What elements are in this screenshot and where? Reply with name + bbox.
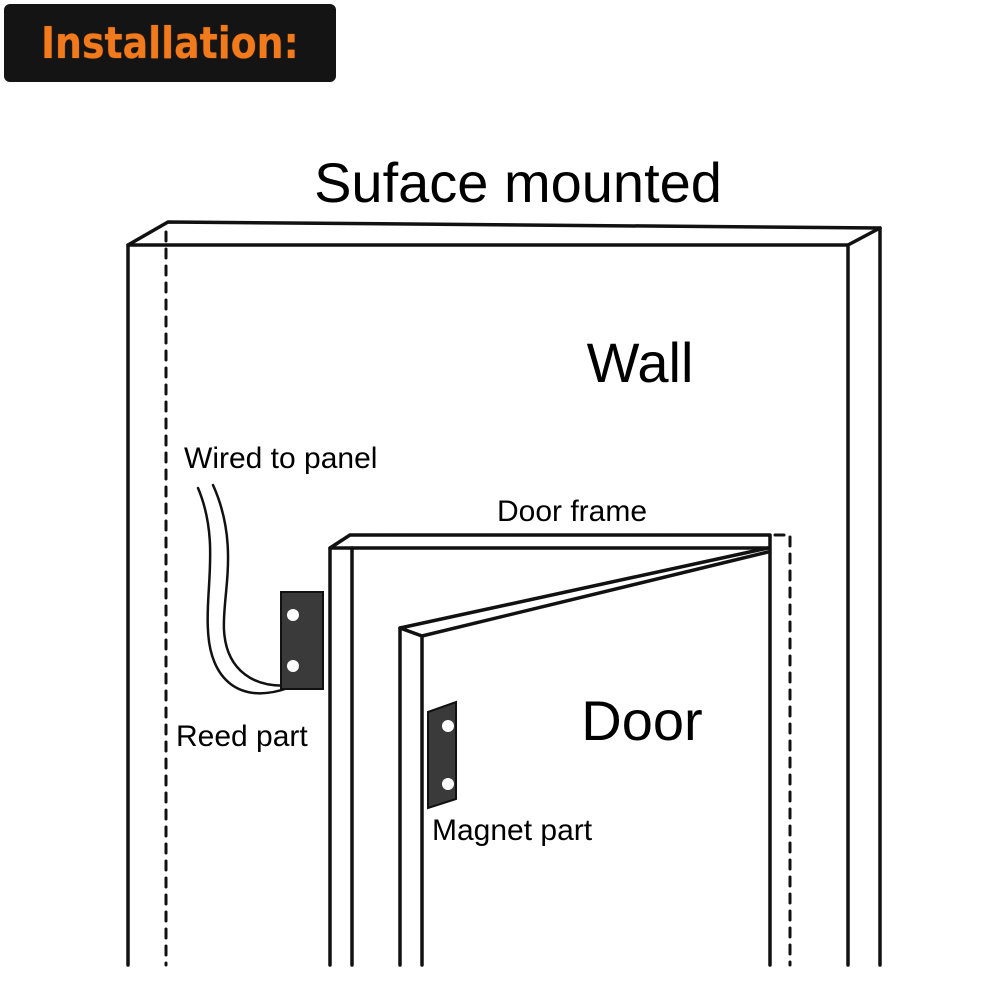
door-frame-label: Door frame (497, 495, 647, 528)
magnet-part-label: Magnet part (432, 814, 593, 847)
wire-label: Wired to panel (184, 442, 377, 475)
magnet-part (427, 700, 457, 810)
reed-part (280, 591, 324, 690)
reed-screw-hole (287, 660, 299, 672)
magnet-screw-hole (442, 778, 454, 790)
reed-screw-hole (287, 609, 299, 621)
wall-outline (126, 220, 882, 967)
door-leaf-outline (398, 546, 770, 967)
diagram-title: Suface mounted (314, 151, 722, 214)
door-frame-outline (328, 533, 772, 967)
magnet-screw-hole (442, 720, 454, 732)
wire (196, 483, 302, 695)
reed-part-label: Reed part (176, 720, 308, 753)
installation-badge: Installation: (4, 4, 336, 82)
door-label: Door (581, 689, 702, 752)
wall-label: Wall (587, 331, 694, 394)
installation-badge-label: Installation: (41, 17, 299, 69)
